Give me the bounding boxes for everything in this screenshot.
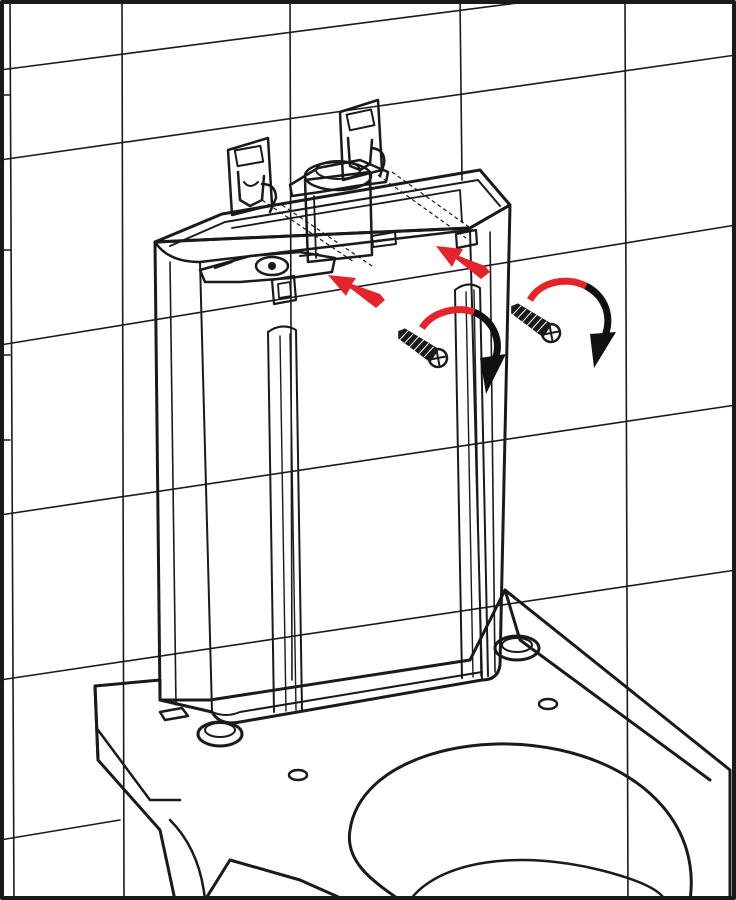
- rotate-arrow-left: [419, 306, 506, 394]
- push-arrow-left: [328, 275, 385, 308]
- screw-left: [398, 328, 449, 369]
- toilet-bowl: [93, 588, 732, 900]
- alignment-guides: [261, 171, 477, 269]
- rotate-arrow-right: [526, 277, 616, 368]
- screw-right: [511, 303, 562, 344]
- wall-bracket-left: [226, 136, 278, 217]
- cistern-tank: [153, 158, 512, 725]
- push-arrow-right: [436, 246, 490, 279]
